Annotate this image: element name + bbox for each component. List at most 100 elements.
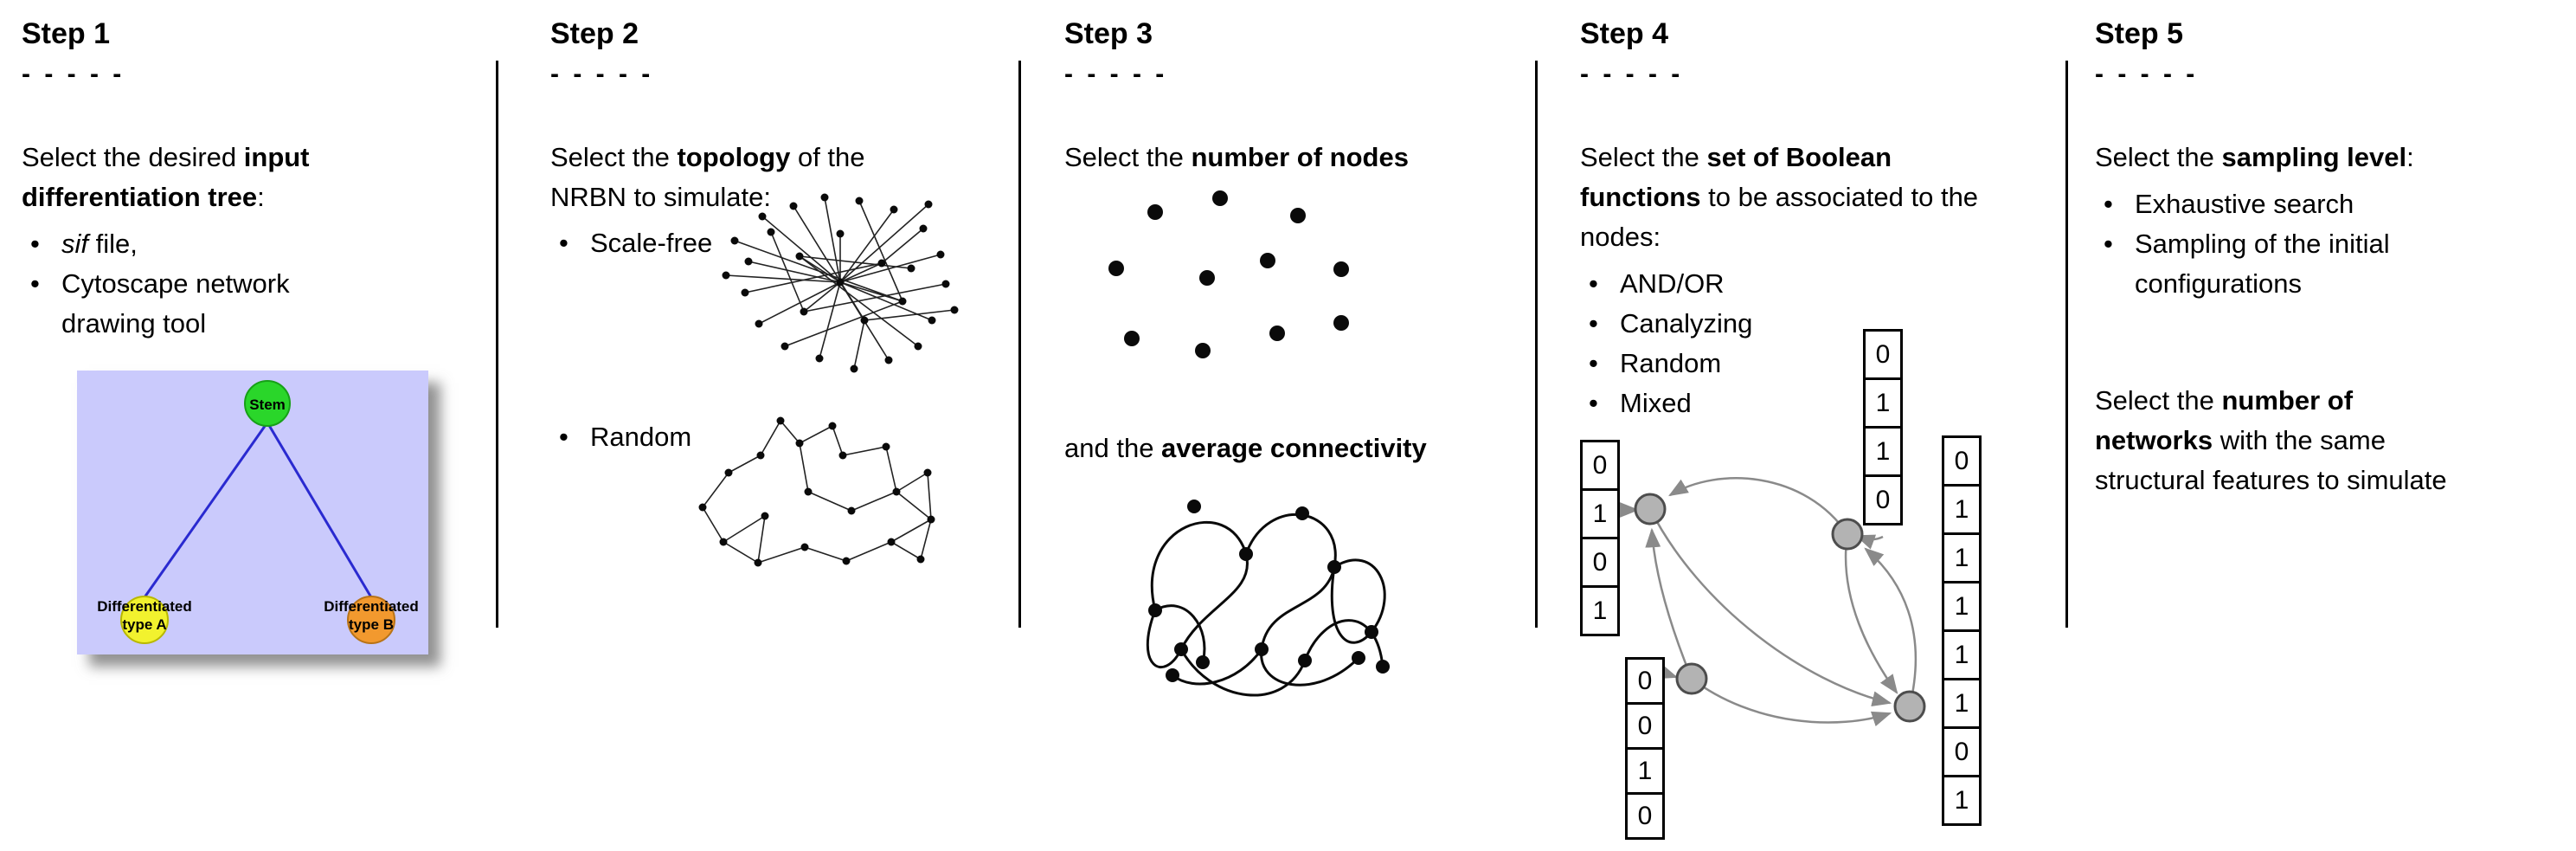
truth-table-cell: 1 (1580, 488, 1620, 539)
boolean-network-node-d (1893, 690, 1926, 723)
step-5-bullet-list: Exhaustive search Sampling of the initia… (2095, 184, 2476, 304)
text-segment: Sampling of the initial configurations (2135, 229, 2390, 299)
text-segment: : (2406, 142, 2414, 172)
network-node (781, 342, 789, 351)
network-node (1290, 208, 1306, 223)
text-segment: Select the desired (22, 142, 244, 172)
step-5-dashes: - - - - - (2095, 60, 2199, 88)
step-4-title: Step 4 (1580, 17, 1669, 50)
network-edge (819, 281, 841, 359)
network-node (722, 271, 730, 280)
network-node (890, 205, 898, 214)
text-segment: Select the (1580, 142, 1707, 172)
truth-table-cell: 1 (1625, 747, 1665, 795)
network-node (719, 538, 728, 546)
network-edge (702, 506, 724, 543)
bullet-sif-file: sif file, (22, 224, 368, 264)
text-segment: Select the (550, 142, 678, 172)
text-segment: to be associated to the nodes: (1580, 182, 1979, 252)
text-segment: topology (677, 142, 791, 172)
network-node (1124, 331, 1140, 346)
step-4-column: Step 4 - - - - - Select the set of Boole… (1580, 17, 1995, 840)
network-edge (890, 541, 922, 560)
truth-table-cell: 1 (1942, 678, 1982, 729)
text-segment: Canalyzing (1620, 308, 1753, 338)
network-edge (858, 200, 903, 302)
tree-edge-stem-b (266, 422, 373, 598)
bullet-sampling-initial-configurations: Sampling of the initial configurations (2095, 224, 2476, 304)
network-node (815, 354, 824, 363)
bullet-mixed: Mixed (1580, 384, 1995, 423)
network-node (1147, 204, 1163, 220)
step-4-dashes: - - - - - (1580, 60, 1684, 88)
truth-table-cell: 1 (1863, 426, 1903, 477)
step-4-bullet-list: AND/OR Canalyzing Random Mixed (1580, 264, 1995, 423)
network-edge (845, 541, 892, 562)
step-2-title: Step 2 (550, 17, 639, 50)
network-node (776, 416, 785, 425)
boolean-network-node-c (1675, 662, 1708, 695)
network-edge (832, 425, 844, 456)
network-edge (864, 309, 955, 321)
column-divider-2 (1018, 61, 1021, 628)
step-2-dashes: - - - - - (550, 60, 654, 88)
arrow-a-to-d (1648, 508, 1892, 707)
network-node (820, 193, 829, 202)
scale-free-network-illustration (722, 193, 959, 373)
network-node (907, 264, 915, 273)
network-node (898, 297, 907, 306)
network-node (755, 319, 763, 328)
network-node (767, 228, 775, 236)
step-1-column: Step 1 - - - - - Select the desired inpu… (22, 17, 428, 654)
network-edge (744, 262, 883, 293)
truth-table-cell: 0 (1942, 726, 1982, 777)
column-divider-3 (1535, 61, 1538, 628)
network-edge (760, 420, 781, 456)
text-segment: of the NRBN to simulate: (550, 142, 865, 212)
network-node (754, 558, 762, 567)
network-edge (784, 300, 903, 347)
truth-table-cell: 1 (1942, 532, 1982, 583)
network-edge (890, 519, 932, 543)
network-edge (757, 546, 806, 564)
boolean-network-node-b (1831, 518, 1864, 551)
network-edge (839, 203, 929, 283)
column-divider-1 (496, 61, 498, 628)
network-node (698, 503, 707, 512)
text-segment: average connectivity (1161, 433, 1427, 463)
text-segment: number of nodes (1191, 142, 1409, 172)
truth-table-cell: 1 (1942, 775, 1982, 826)
type-a-label-line1: Differentiated (97, 598, 192, 615)
network-node (795, 439, 804, 448)
step-2-column: Step 2 - - - - - Select the topology of … (550, 17, 959, 567)
step-1-dashes: - - - - - (22, 60, 125, 88)
network-edge (842, 446, 887, 456)
network-node (1269, 326, 1285, 341)
network-edge (799, 425, 833, 444)
network-edge (734, 240, 903, 302)
truth-table-cell: 0 (1863, 474, 1903, 525)
network-node (800, 307, 808, 316)
network-node (756, 451, 765, 460)
network-node (800, 543, 809, 551)
text-segment: input differentiation tree (22, 142, 310, 212)
network-edge (896, 472, 928, 493)
network-edge (799, 255, 912, 269)
text-segment: Select the (1064, 142, 1192, 172)
network-node (1212, 190, 1228, 206)
network-node (741, 288, 749, 297)
arrow-c-to-a (1645, 527, 1693, 680)
step-5-title: Step 5 (2095, 17, 2184, 50)
network-edge (725, 274, 841, 283)
network-edge (799, 442, 809, 493)
network-node (1195, 343, 1211, 358)
text-segment: Scale-free (590, 228, 713, 258)
bullet-random: Random (550, 417, 691, 457)
network-edge (839, 254, 941, 283)
network-node (804, 487, 813, 496)
network-edge (896, 491, 932, 520)
text-segment: and the (1064, 433, 1162, 463)
text-segment: AND/OR (1620, 268, 1725, 299)
